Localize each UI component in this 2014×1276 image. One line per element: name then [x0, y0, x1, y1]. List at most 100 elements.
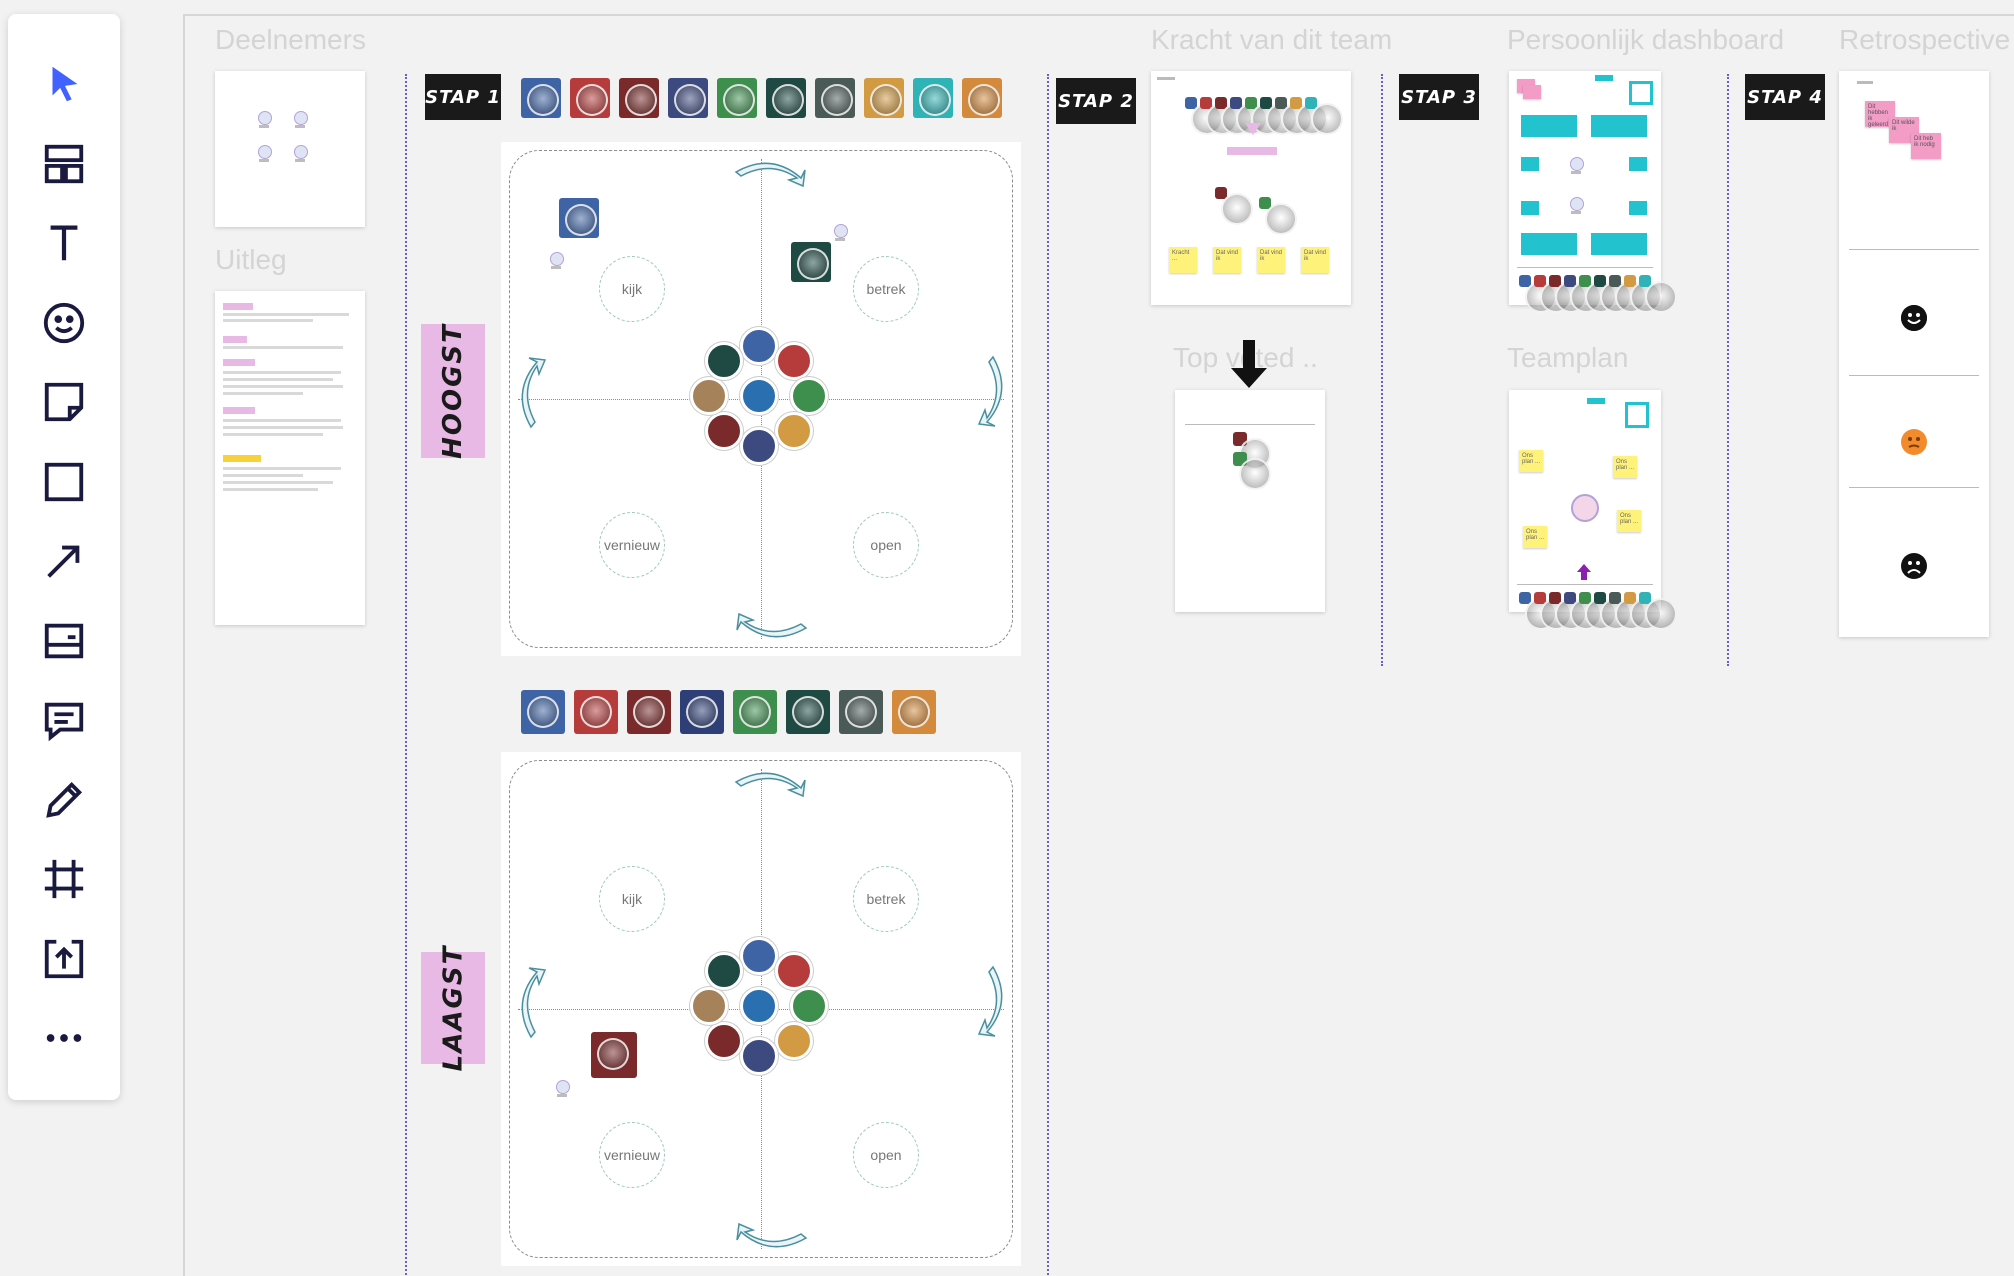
participant-avatar[interactable] [547, 252, 565, 274]
team-member-avatar[interactable] [627, 690, 671, 734]
select-tool[interactable] [32, 52, 96, 116]
sticky-note[interactable]: Dat vind ik [1257, 247, 1285, 273]
board-canvas[interactable]: Deelnemers Uitleg Kracht van dit team Pe… [183, 14, 2014, 1276]
team-member-avatar[interactable] [892, 690, 936, 734]
team-member-avatar[interactable] [619, 78, 659, 118]
neutral-face-icon[interactable] [1901, 429, 1927, 455]
frame-title-teamplan[interactable]: Teamplan [1507, 342, 1629, 373]
sticky-note[interactable]: Kracht ... [1169, 247, 1197, 273]
team-member-avatar[interactable] [839, 690, 883, 734]
team-member-avatar[interactable] [1215, 97, 1253, 135]
quadrant-panel-hoogst[interactable]: kijk betrek vernieuw open [501, 142, 1021, 656]
team-member-avatar[interactable] [1579, 275, 1617, 313]
team-member-avatar[interactable] [574, 690, 618, 734]
sticky-note[interactable]: Ons plan ... [1523, 526, 1547, 548]
participant-avatar[interactable] [553, 1080, 571, 1102]
placed-avatar[interactable] [791, 242, 831, 282]
team-member-avatar[interactable] [1564, 592, 1602, 630]
team-member-avatar[interactable] [1564, 275, 1602, 313]
sticky-note[interactable]: Dat vind ik [1213, 247, 1241, 273]
team-member-avatar[interactable] [864, 78, 904, 118]
frame-deelnemers[interactable] [215, 71, 365, 227]
team-member-avatar[interactable] [913, 78, 953, 118]
frame-title-uitleg[interactable]: Uitleg [215, 244, 287, 275]
team-member-avatar[interactable] [521, 78, 561, 118]
step-badge-1[interactable]: STAP 1 [425, 74, 501, 120]
frame-persoonlijk[interactable] [1509, 71, 1677, 313]
team-wheel[interactable] [689, 936, 829, 1076]
team-member-avatar[interactable] [521, 690, 565, 734]
team-member-avatar[interactable] [786, 690, 830, 734]
team-member-avatar[interactable] [1549, 275, 1587, 313]
team-member-avatar[interactable] [733, 690, 777, 734]
templates-tool[interactable] [32, 132, 96, 196]
frame-title-kracht[interactable]: Kracht van dit team [1151, 24, 1393, 55]
team-member-avatar[interactable] [1594, 592, 1632, 630]
team-member-avatar[interactable] [1305, 97, 1343, 135]
team-member-avatar[interactable] [1624, 592, 1662, 630]
connector-tool[interactable] [32, 529, 96, 593]
team-member-avatar[interactable] [1275, 97, 1313, 135]
sad-face-icon[interactable] [1901, 553, 1927, 579]
team-member-avatar[interactable] [1519, 592, 1557, 630]
team-member-avatar[interactable] [1639, 592, 1677, 630]
sticky-note[interactable]: Ons plan ... [1613, 456, 1637, 478]
sticky-note[interactable]: Ons plan ... [1617, 510, 1641, 532]
tag-laagst[interactable]: LAAGST [421, 945, 485, 1071]
frame-title-persoonlijk[interactable]: Persoonlijk dashboard [1507, 24, 1785, 55]
tag-hoogst[interactable]: HOOGST [421, 323, 485, 459]
team-wheel[interactable] [689, 326, 829, 466]
team-member-avatar[interactable] [1624, 275, 1662, 313]
team-member-avatar[interactable] [1639, 275, 1677, 313]
frame-retro[interactable]: Dit hebben ik geleerd Dit wilde ik Dit h… [1839, 71, 1989, 637]
frame-kracht[interactable]: Kracht ... Dat vind ik Dat vind ik Dat v… [1151, 71, 1351, 305]
team-member-avatar[interactable] [1534, 592, 1572, 630]
frame-title-retro[interactable]: Retrospective [1839, 24, 2011, 55]
placed-avatar[interactable] [559, 198, 599, 238]
step-badge-2[interactable]: STAP 2 [1056, 78, 1136, 124]
shape-tool[interactable] [32, 450, 96, 514]
comment-tool[interactable] [32, 688, 96, 752]
card-tool[interactable] [32, 609, 96, 673]
text-tool[interactable] [32, 211, 96, 275]
team-member-avatar[interactable] [668, 78, 708, 118]
team-member-avatar[interactable] [1519, 275, 1557, 313]
team-member-avatar[interactable] [1609, 592, 1647, 630]
team-member-avatar[interactable] [1609, 275, 1647, 313]
frame-tool[interactable] [32, 847, 96, 911]
placed-avatar[interactable] [591, 1032, 637, 1078]
step-badge-3[interactable]: STAP 3 [1399, 74, 1479, 120]
upload-tool[interactable] [32, 927, 96, 991]
team-member-avatar[interactable] [1549, 592, 1587, 630]
team-member-avatar[interactable] [1200, 97, 1238, 135]
team-member-avatar[interactable] [717, 78, 757, 118]
sticky-note[interactable]: Ons plan ... [1519, 450, 1543, 472]
team-member-avatar[interactable] [1260, 97, 1298, 135]
frame-uitleg[interactable] [215, 291, 365, 625]
team-member-avatar[interactable] [1534, 275, 1572, 313]
frame-title-deelnemers[interactable]: Deelnemers [215, 24, 366, 55]
quadrant-panel-laagst[interactable]: kijk betrek vernieuw open [501, 752, 1021, 1266]
team-member-avatar[interactable] [815, 78, 855, 118]
team-member-avatar[interactable] [680, 690, 724, 734]
sticky-note[interactable]: Dat vind ik [1301, 247, 1329, 273]
team-member-avatar[interactable] [962, 78, 1002, 118]
team-member-avatar[interactable] [570, 78, 610, 118]
step-badge-4[interactable]: STAP 4 [1745, 74, 1825, 120]
team-member-avatar[interactable] [766, 78, 806, 118]
more-tool[interactable] [32, 1006, 96, 1070]
participant-avatar[interactable] [831, 224, 849, 246]
pen-tool[interactable] [32, 768, 96, 832]
team-member-avatar[interactable] [1579, 592, 1617, 630]
team-member-avatar[interactable] [1245, 97, 1283, 135]
sticky-note-tool[interactable] [32, 370, 96, 434]
team-member-avatar[interactable] [1185, 97, 1223, 135]
team-member-avatar[interactable] [1290, 97, 1328, 135]
emoji-tool[interactable] [32, 291, 96, 355]
happy-face-icon[interactable] [1901, 305, 1927, 331]
frame-top-voted[interactable] [1175, 390, 1325, 612]
sticky-note[interactable]: Dit heb ik nodig [1911, 133, 1941, 159]
team-member-avatar[interactable] [1230, 97, 1268, 135]
frame-teamplan[interactable]: Ons plan ... Ons plan ... Ons plan ... O… [1509, 390, 1677, 630]
team-member-avatar[interactable] [1594, 275, 1632, 313]
